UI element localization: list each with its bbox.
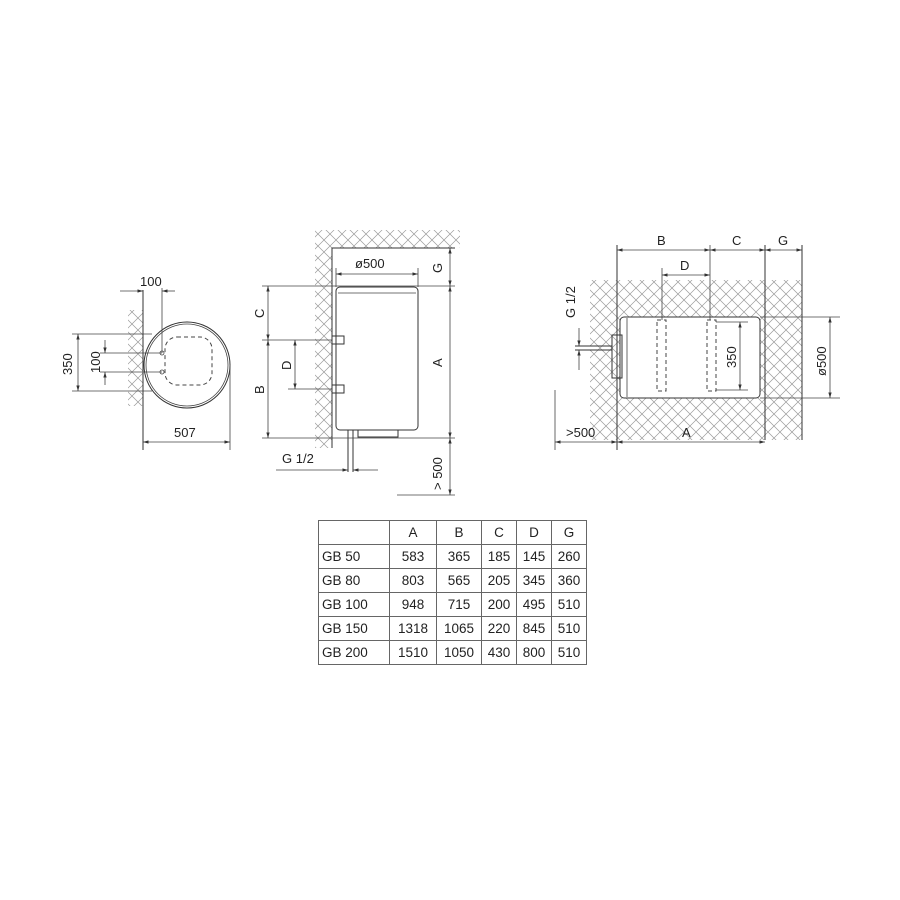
model-cell: GB 80 (318, 568, 390, 593)
cell: 583 (389, 544, 437, 569)
cell: 220 (481, 616, 517, 641)
cell: 803 (389, 568, 437, 593)
table-row: GB 80 803 565 205 345 360 (318, 568, 587, 593)
header-cell: G (551, 520, 587, 545)
wall-hatch (315, 230, 460, 448)
cell: 185 (481, 544, 517, 569)
dim-a: A (430, 358, 445, 367)
dim-c: C (732, 233, 741, 248)
dim-d: D (680, 258, 689, 273)
cell: 800 (516, 640, 552, 665)
dim-350: 350 (60, 353, 75, 375)
fitting-icon (611, 334, 623, 379)
dim-350: 350 (724, 346, 739, 368)
fitting-icon (331, 384, 345, 394)
header-cell: C (481, 520, 517, 545)
dim-b: B (657, 233, 666, 248)
model-cell: GB 50 (318, 544, 390, 569)
wall-hatch (128, 310, 143, 406)
dim-g: G (430, 263, 445, 273)
cell: 360 (551, 568, 587, 593)
dim-a: A (682, 425, 691, 440)
cell: 845 (516, 616, 552, 641)
tank-body (619, 316, 761, 399)
dim-clearance: >500 (566, 425, 595, 440)
dim-g: G (778, 233, 788, 248)
table-row: GB 150 1318 1065 220 845 510 (318, 616, 587, 641)
dim-diameter: ø500 (355, 256, 385, 271)
cell: 1510 (389, 640, 437, 665)
cell: 345 (516, 568, 552, 593)
cell: 715 (436, 592, 482, 617)
top-view: 100 350 100 507 (60, 274, 231, 450)
vertical-mount-view: ø500 G A > 500 C B D G 1/2 (252, 230, 460, 496)
cell: 495 (516, 592, 552, 617)
model-cell: GB 200 (318, 640, 390, 665)
dim-clearance: > 500 (430, 457, 445, 490)
tank-outline (143, 321, 231, 409)
dim-diameter: ø500 (814, 346, 829, 376)
dim-c: C (252, 309, 267, 318)
heating-element-outline (164, 336, 213, 386)
dim-100-side: 100 (88, 351, 103, 373)
table-row: GB 200 1510 1050 430 800 510 (318, 640, 587, 665)
dim-d: D (279, 361, 294, 370)
header-cell: B (436, 520, 482, 545)
wall-hatch (590, 280, 802, 440)
cell: 510 (551, 616, 587, 641)
cell: 200 (481, 592, 517, 617)
header-cell (318, 520, 390, 545)
model-cell: GB 100 (318, 592, 390, 617)
table-row: GB 50 583 365 185 145 260 (318, 544, 587, 569)
header-cell: A (389, 520, 437, 545)
dim-pipe: G 1/2 (563, 286, 578, 318)
tank-body (335, 286, 419, 431)
cell: 565 (436, 568, 482, 593)
cell: 510 (551, 592, 587, 617)
dim-pipe: G 1/2 (282, 451, 314, 466)
heating-element-outline (656, 319, 667, 392)
dim-100-top: 100 (140, 274, 162, 289)
heating-element-outline (706, 319, 717, 392)
cell: 510 (551, 640, 587, 665)
cell: 260 (551, 544, 587, 569)
model-cell: GB 150 (318, 616, 390, 641)
cell: 1318 (389, 616, 437, 641)
cell: 145 (516, 544, 552, 569)
table-row: GB 100 948 715 200 495 510 (318, 592, 587, 617)
fitting-icon (331, 335, 345, 345)
cell: 1050 (436, 640, 482, 665)
cell: 948 (389, 592, 437, 617)
dimensions-table: A B C D G GB 50 583 365 185 145 260 GB 8… (318, 520, 587, 665)
cell: 365 (436, 544, 482, 569)
dim-b: B (252, 385, 267, 394)
cell: 430 (481, 640, 517, 665)
horizontal-mount-view: B C G D 350 ø500 G 1/2 >500 A (554, 233, 840, 450)
dim-507: 507 (174, 425, 196, 440)
header-cell: D (516, 520, 552, 545)
cell: 205 (481, 568, 517, 593)
table-header-row: A B C D G (318, 520, 587, 545)
cell: 1065 (436, 616, 482, 641)
